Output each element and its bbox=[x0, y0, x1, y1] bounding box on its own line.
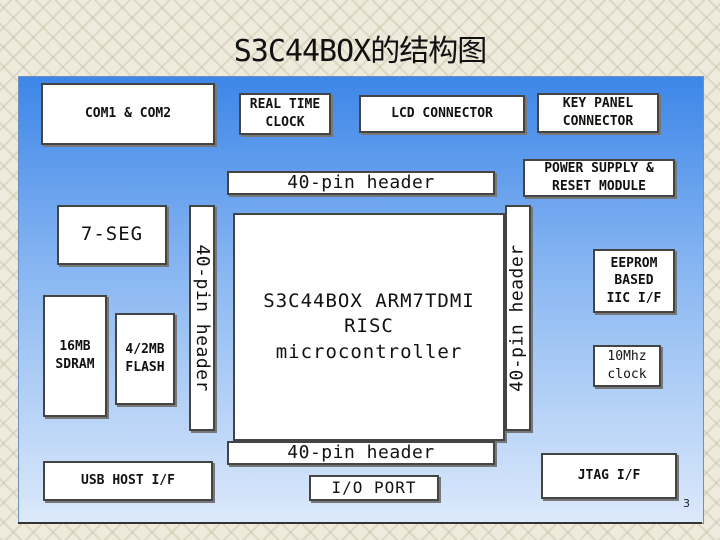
block-clock: 10Mhz clock bbox=[593, 345, 661, 387]
block-jtag: JTAG I/F bbox=[541, 453, 677, 499]
block-7-segment: 7-SEG bbox=[57, 205, 167, 265]
block-com-ports: COM1 & COM2 bbox=[41, 83, 215, 145]
header-left: 40-pin header bbox=[189, 205, 215, 431]
block-power-supply: POWER SUPPLY & RESET MODULE bbox=[523, 159, 675, 197]
block-lcd-connector: LCD CONNECTOR bbox=[359, 95, 525, 133]
header-right-label: 40-pin header bbox=[506, 244, 528, 392]
block-eeprom: EEPROM BASED IIC I/F bbox=[593, 249, 675, 313]
slide-title: S3C44BOX的结构图 bbox=[233, 34, 488, 69]
page-number: 3 bbox=[683, 497, 690, 510]
block-usb-host: USB HOST I/F bbox=[43, 461, 213, 501]
header-bottom: 40-pin header bbox=[227, 441, 495, 465]
block-flash: 4/2MB FLASH bbox=[115, 313, 175, 405]
block-cpu: S3C44BOX ARM7TDMI RISC microcontroller bbox=[233, 213, 505, 441]
header-top: 40-pin header bbox=[227, 171, 495, 195]
header-left-label: 40-pin header bbox=[192, 244, 214, 392]
header-right: 40-pin header bbox=[505, 205, 531, 431]
bottom-rule bbox=[18, 522, 702, 524]
block-key-panel-connector: KEY PANEL CONNECTOR bbox=[537, 93, 659, 133]
block-io-port: I/O PORT bbox=[309, 475, 439, 501]
block-real-time-clock: REAL TIME CLOCK bbox=[239, 93, 331, 135]
board-diagram: COM1 & COM2 REAL TIME CLOCK LCD CONNECTO… bbox=[18, 76, 704, 524]
block-sdram: 16MB SDRAM bbox=[43, 295, 107, 417]
